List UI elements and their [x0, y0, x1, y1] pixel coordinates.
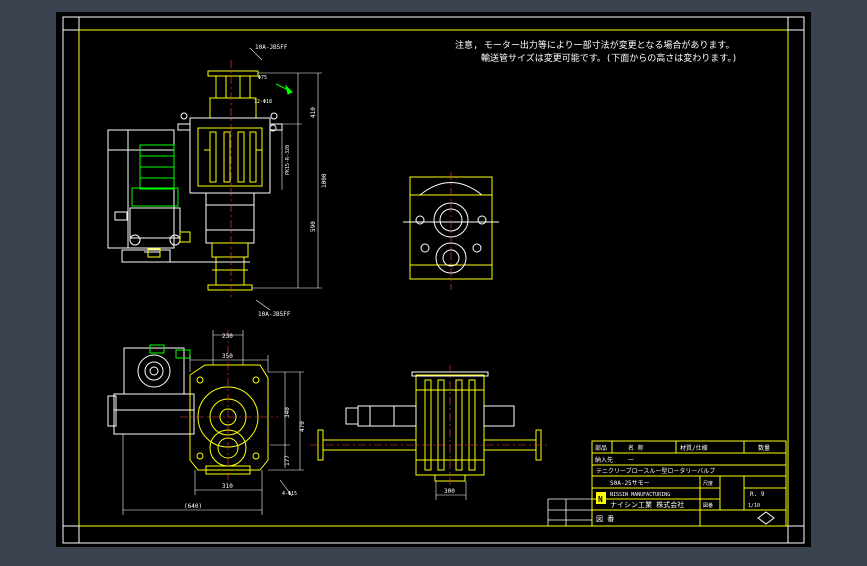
projection-symbol-icon: [757, 511, 775, 525]
label-dim-lower: 590: [310, 221, 317, 232]
label-side-bottom: 300: [444, 488, 455, 495]
tb-right-val: R. 9: [750, 491, 765, 498]
label-plan-hole: 4-Φ15: [282, 491, 297, 497]
tb-company-jp: ナイシン工業 株式会社: [610, 500, 684, 509]
inner-frame: [78, 29, 789, 527]
company-logo: [596, 492, 606, 504]
label-dim-total: 1000: [321, 173, 328, 188]
tb-logo-letter: N: [598, 495, 603, 504]
tb-r1c1: 部品: [595, 444, 607, 452]
tb-product: テニクリーブロースルー型ロータリーバルブ: [596, 467, 715, 475]
tb-r2c1: 納入先: [595, 456, 613, 464]
label-dim-side: PK15-R-320: [285, 145, 291, 175]
corner-marks: [63, 17, 804, 543]
tb-right-r1: 尺度: [703, 480, 713, 487]
label-plan-right2: 470: [299, 421, 306, 432]
side-elevation-view: [403, 172, 499, 290]
label-dim-top-small: Φ75: [258, 75, 267, 81]
label-dim-upper: 410: [310, 107, 317, 118]
plan-view: [107, 330, 304, 515]
lower-side-view: [310, 365, 550, 500]
label-top-flange: 10A-JB5FF: [255, 44, 288, 51]
tb-company-en: NISSIN MANUFACTURING: [610, 492, 670, 498]
tb-r1c3: 材質/仕様: [680, 444, 708, 452]
tb-right-r2: 図番: [703, 502, 713, 509]
tb-r2c2: 一: [628, 457, 634, 464]
label-plan-right1: 340: [284, 407, 291, 418]
label-dim-bolt: 12-Φ18: [254, 99, 272, 105]
front-elevation-view: [107, 47, 322, 311]
label-plan-right3: 177: [284, 455, 291, 466]
label-plan-top2: 350: [222, 353, 233, 360]
label-plan-bottom2: (640): [184, 503, 202, 510]
label-bottom-flange: 10A-JB5FF: [258, 311, 291, 318]
outer-frame: [62, 16, 805, 544]
tb-r1c4: 数量: [758, 444, 770, 452]
tb-model: S0A-25サモー: [610, 480, 650, 487]
label-plan-bottom1: 310: [222, 483, 233, 490]
tb-small-right: 1/10: [748, 503, 760, 509]
tb-r1c2: 名 称: [628, 444, 644, 452]
note-line-2: 輸送管サイズは変更可能です。(下面からの高さは変わります。): [481, 52, 737, 64]
note-line-1: 注意, モーター出力等により一部寸法が変更となる場合があります。: [455, 39, 735, 51]
tb-dwg-label: 図 番: [596, 515, 614, 523]
title-block: [547, 440, 787, 527]
label-plan-top1: 230: [222, 333, 233, 340]
